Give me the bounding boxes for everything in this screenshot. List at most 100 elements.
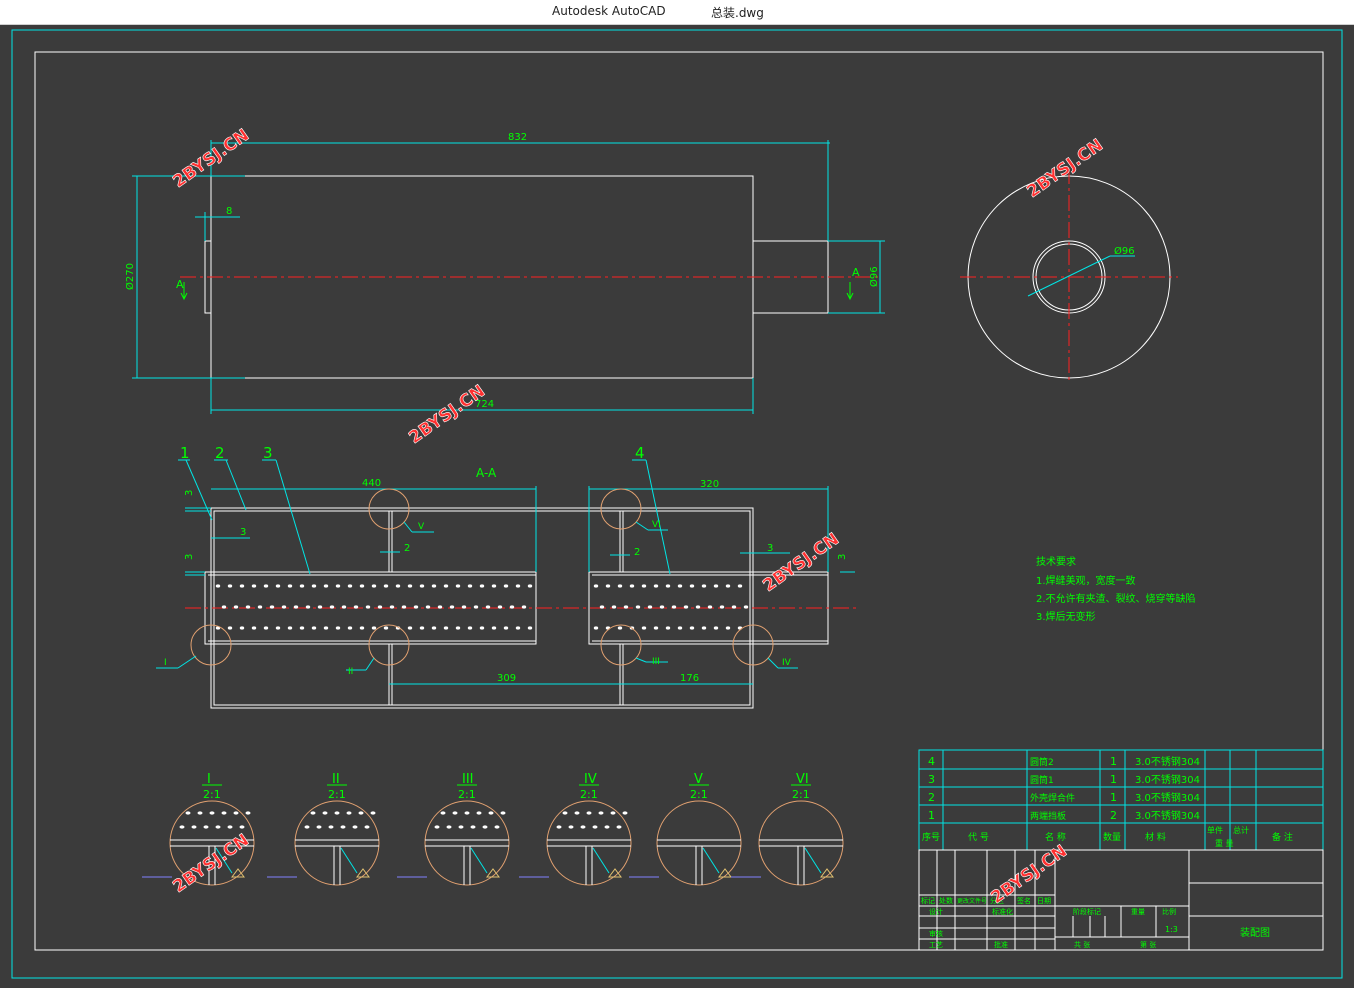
perforation-hole: [257, 605, 263, 609]
perforation-hole: [725, 584, 731, 588]
dim-gap-2-left: 2: [404, 543, 410, 554]
perforation-hole: [371, 626, 377, 630]
perforation-hole: [323, 626, 329, 630]
cut-arrow-right: [846, 282, 854, 301]
tb-sheet-total: 共 张: [1074, 940, 1090, 949]
dim-section-right: 320: [700, 479, 719, 490]
perforation-hole: [599, 605, 605, 609]
perforation-hole: [473, 605, 479, 609]
perforation-hole: [617, 584, 623, 588]
part-callout-2: 2: [215, 444, 225, 462]
dim-gap-far: 3: [837, 554, 848, 560]
detail-view-scale: 2:1: [328, 788, 346, 801]
tb-review: 审核: [929, 929, 943, 938]
perforation-hole: [635, 605, 641, 609]
tb-mark: 标记: [921, 896, 935, 905]
perforation-hole: [629, 584, 635, 588]
perforation-hole: [653, 584, 659, 588]
perforation-hole: [617, 626, 623, 630]
perforation-hole: [407, 626, 413, 630]
dim-gap-inner: 3: [240, 527, 246, 538]
perforation-hole: [449, 605, 455, 609]
perforation-hole: [317, 605, 323, 609]
perforation-hole: [479, 584, 485, 588]
drawing-canvas[interactable]: 832 724 Ø270 Ø96 8 A A Ø96 A-A: [0, 25, 1354, 984]
tb-sign: 签名: [1017, 896, 1031, 905]
perforation-hole: [659, 605, 665, 609]
bom-header-remark: 备 注: [1272, 831, 1293, 843]
perforation-hole: [335, 584, 341, 588]
detail-view-V[interactable]: V2:1: [629, 772, 742, 886]
dim-span-176: 176: [680, 673, 699, 684]
bom-row-no: 4: [928, 755, 935, 768]
detail-marker-I: I: [164, 658, 167, 668]
dim-gap-top: 3: [184, 490, 195, 496]
perforation-hole: [389, 605, 395, 609]
detail-view-scale: 2:1: [203, 788, 221, 801]
detail-boundary: [656, 800, 742, 886]
tb-standard: 标准化: [992, 907, 1013, 916]
detail-circles[interactable]: [190, 488, 774, 666]
outer-border: [11, 29, 1343, 979]
cut-mark-left: A: [176, 278, 184, 291]
perforation-hole: [365, 605, 371, 609]
perforation-hole: [509, 605, 515, 609]
perforation-hole: [443, 584, 449, 588]
tech-req-item-3: 3.焊后无变形: [1036, 610, 1096, 623]
detail-marker-II: II: [348, 667, 353, 677]
bom-row-qty: 1: [1110, 755, 1117, 768]
perforation-hole: [671, 605, 677, 609]
perforation-hole: [497, 605, 503, 609]
perforation-hole: [665, 584, 671, 588]
part-callout-1: 1: [180, 444, 190, 462]
perforation-hole: [455, 626, 461, 630]
detail-view-II[interactable]: II2:1: [267, 772, 380, 886]
perforation-hole: [503, 584, 509, 588]
dim-end-diameter: Ø96: [1114, 245, 1135, 257]
perforation-hole: [623, 605, 629, 609]
tb-date: 日期: [1037, 897, 1051, 905]
perforation-hole: [641, 584, 647, 588]
tb-drawing-name: 装配图: [1240, 926, 1270, 939]
perforation-hole: [647, 605, 653, 609]
perforation-hole: [683, 605, 689, 609]
perforation-hole: [305, 605, 311, 609]
detail-marker-IV: IV: [782, 658, 792, 668]
dim-gap-side: 3: [184, 554, 195, 560]
perforation-hole: [503, 626, 509, 630]
perforation-hole: [371, 584, 377, 588]
end-view[interactable]: [960, 168, 1178, 384]
tb-sheet-no: 第 张: [1140, 940, 1156, 949]
perforation-hole: [731, 605, 737, 609]
perforation-hole: [227, 584, 233, 588]
bom-row-qty: 2: [1110, 809, 1117, 822]
bom-header-weight: 重 量: [1215, 838, 1234, 848]
perforation-hole: [407, 584, 413, 588]
front-dimensions: [132, 140, 885, 414]
bom-row-material: 3.0不锈钢304: [1135, 755, 1200, 768]
perforation-hole: [287, 626, 293, 630]
perforation-hole: [347, 626, 353, 630]
file-name: 总装.dwg: [711, 6, 764, 20]
dim-gap-2-right: 2: [634, 547, 640, 558]
perforation-hole: [311, 584, 317, 588]
perforation-hole: [605, 584, 611, 588]
detail-view-I[interactable]: I2:1: [142, 772, 255, 886]
tech-req-item-2: 2.不允许有夹渣、裂纹、烧穿等缺陷: [1036, 592, 1196, 605]
tech-req-item-1: 1.焊缝美观，宽度一致: [1036, 574, 1136, 587]
perforation-hole: [593, 584, 599, 588]
detail-view-IV[interactable]: IV2:1: [519, 772, 632, 886]
part-callout-leaders: [178, 459, 671, 575]
detail-view-label: II: [332, 772, 340, 787]
perforation-hole: [269, 605, 275, 609]
perforation-hole: [359, 584, 365, 588]
bom-row-material: 3.0不锈钢304: [1135, 809, 1200, 822]
perforation-hole: [293, 605, 299, 609]
perforation-hole: [221, 605, 227, 609]
detail-view-VI[interactable]: VI2:1: [731, 772, 844, 886]
perforation-hole: [479, 626, 485, 630]
perforation-hole: [233, 605, 239, 609]
perforation-hole: [521, 605, 527, 609]
